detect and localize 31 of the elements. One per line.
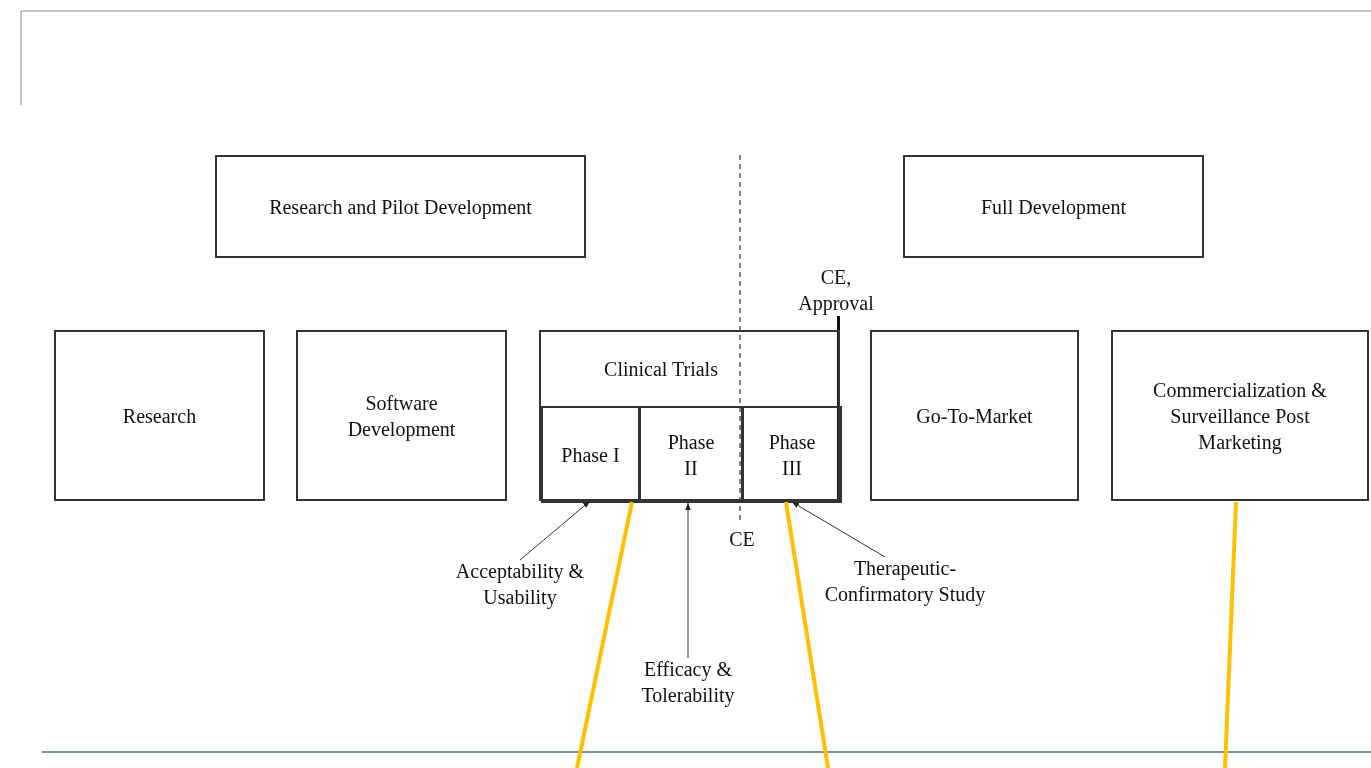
process-box — [215, 155, 586, 258]
leader-line — [1223, 501, 1238, 768]
box-label: Phase III — [767, 429, 817, 481]
group-heading: Clinical Trials — [603, 357, 719, 382]
box-label: Phase I — [560, 442, 621, 468]
arrow — [791, 501, 886, 558]
annotation-text: Acceptability & Usability — [430, 558, 610, 614]
arrow — [519, 500, 591, 561]
process-box — [54, 330, 265, 501]
box-label: Software Development — [346, 390, 457, 442]
leader-line — [784, 501, 830, 768]
box-label: Phase II — [666, 429, 716, 481]
process-box — [541, 406, 640, 503]
milestone-label: CE — [728, 527, 756, 552]
box-label: Research — [121, 403, 198, 429]
process-box — [903, 155, 1204, 258]
arrow — [685, 502, 691, 659]
leader-line — [575, 501, 634, 768]
annotation-text: Efficacy & Tolerability — [610, 656, 766, 712]
box-label: Full Development — [980, 194, 1127, 220]
process-box — [639, 406, 743, 503]
group-box — [539, 330, 840, 501]
annotation-text: Therapeutic-Confirmatory Study — [800, 555, 1010, 611]
milestone-label: CE, Approval — [797, 265, 875, 316]
process-box — [870, 330, 1079, 501]
process-box — [296, 330, 507, 501]
box-label: Commercialization & Surveillance Post Marketing — [1152, 377, 1328, 455]
box-label: Research and Pilot Development — [268, 194, 533, 220]
process-box — [742, 406, 842, 503]
process-box — [1111, 330, 1369, 501]
box-label: Go-To-Market — [915, 403, 1034, 429]
